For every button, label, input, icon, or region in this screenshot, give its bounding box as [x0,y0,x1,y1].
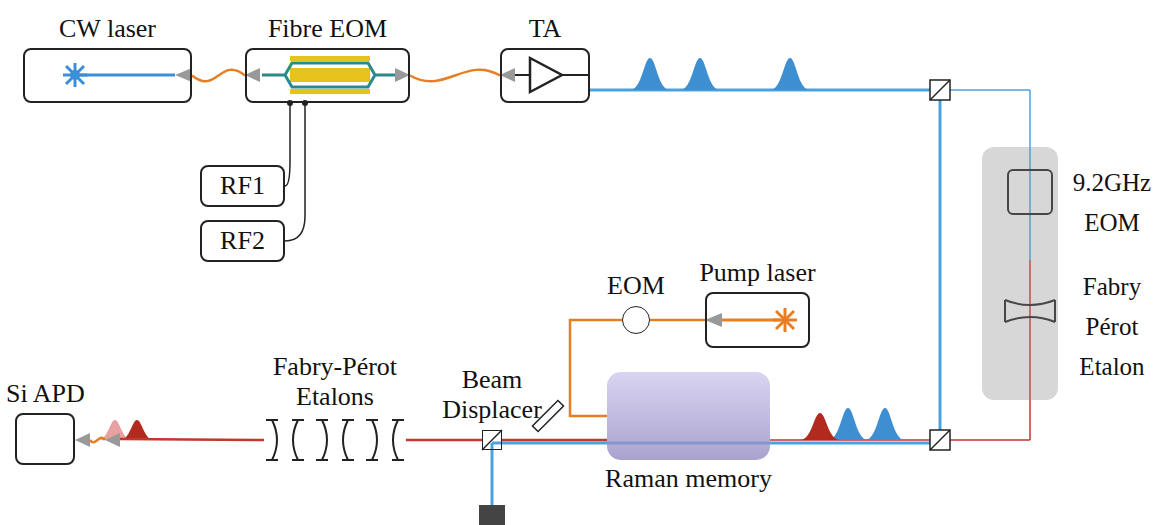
pump-laser-box: Pump laser [705,292,810,348]
rf-source: RF1 [220,171,265,201]
etalon-symbol [266,420,404,460]
rf-source: RF2 [220,226,265,256]
etalon-label: Fabry Pérot Etalon [1068,267,1156,387]
modulator-circle: EOM [622,306,650,334]
memory-cell: Raman memory [607,372,770,460]
beamsplitter [930,80,950,450]
beam-displacer: Beam Displacer [482,430,502,450]
cw-laser-symbol [63,63,192,87]
connector [502,439,607,442]
pump-laser-symbol [705,308,797,332]
connector [650,319,705,322]
laser-box: CW laser [23,48,192,103]
beam-displacer: Beam Displacer [427,365,557,425]
detector-box: Si APD [6,379,85,409]
connector [285,103,290,186]
amplifier-box: TA [500,48,590,103]
connector [406,439,482,442]
etalon-group: Fabry-Pérot Etalons [264,418,406,462]
pump-laser-box: Pump laser [699,258,815,288]
panel: 9.2GHz EOMFabry Pérot Etalon [982,147,1058,400]
eom-label: 9.2GHz EOM [1068,163,1156,243]
displacer-diagonal [482,430,502,450]
fibre-eom-symbol [245,56,410,106]
rf-source: RF1 [200,165,285,207]
memory-cell: Raman memory [605,464,772,494]
connector [192,70,245,82]
connector [410,70,500,82]
etalon-group: Fabry-Pérot Etalons [265,352,405,412]
connector [285,103,305,241]
laser-box: CW laser [59,14,156,44]
amplifier-symbol [500,58,590,92]
modulator-box: Fibre EOM [268,14,387,44]
modulator-circle: EOM [607,271,665,301]
detector-box: Si APD [15,413,75,465]
laser-beams [479,90,1030,525]
amplifier-box: TA [529,14,562,44]
connector [120,439,264,440]
light-pulse [98,58,905,440]
modulator-box: Fibre EOM [245,48,410,103]
apd-coupler [75,433,120,447]
rf-source: RF2 [200,220,285,262]
